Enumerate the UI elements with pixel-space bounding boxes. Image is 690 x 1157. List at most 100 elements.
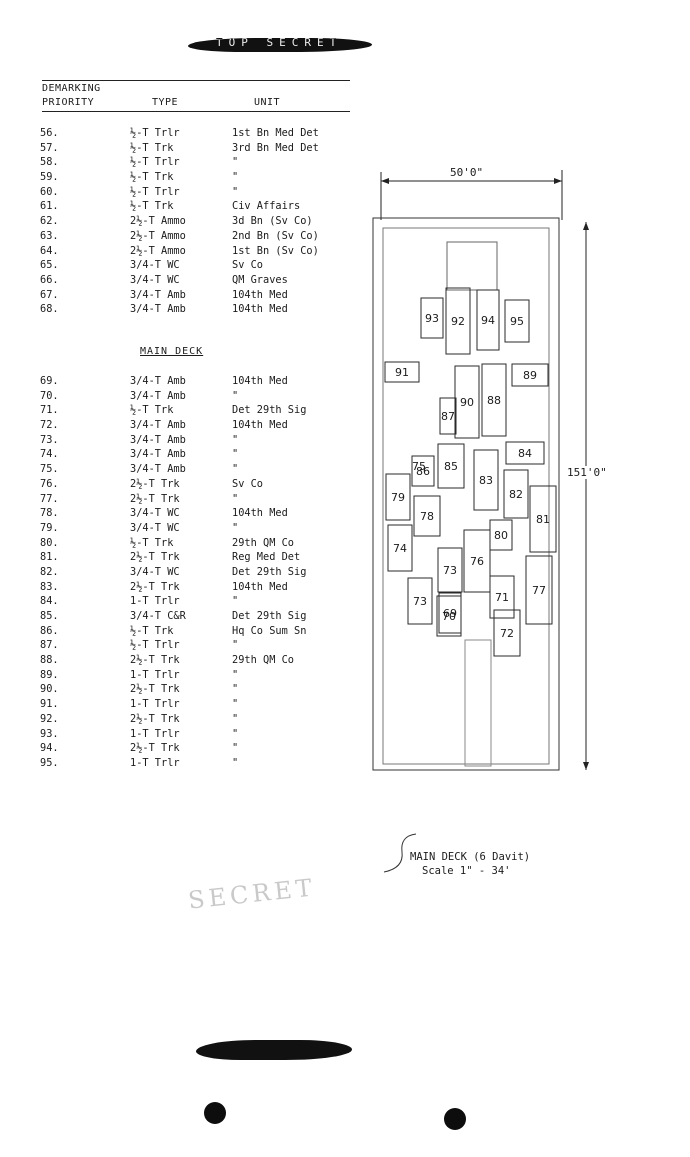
priority-number: 57. — [40, 141, 59, 154]
vehicle-type: 2½-T Trk — [130, 551, 180, 564]
vehicle-type: 2½-T Trk — [130, 580, 180, 593]
vehicle-box-80: 80 — [489, 519, 513, 551]
faded-stamp: SECRET — [186, 873, 318, 915]
vehicle-unit: 2nd Bn (Sv Co) — [232, 229, 319, 242]
vehicle-number: 81 — [536, 513, 550, 526]
priority-number: 64. — [40, 244, 59, 257]
priority-number: 67. — [40, 288, 59, 301]
vehicle-box-91: 91 — [384, 361, 420, 383]
vehicle-number: 95 — [510, 315, 524, 328]
vehicle-type: 3/4-T C&R — [130, 610, 186, 622]
priority-number: 59. — [40, 171, 59, 184]
vehicle-type: 3/4-T Amb — [130, 288, 186, 301]
vehicle-number: 89 — [523, 369, 537, 382]
priority-number: 70. — [40, 389, 59, 402]
vehicle-unit: 1st Bn Med Det — [232, 127, 319, 139]
main-deck-heading: MAIN DECK — [140, 346, 204, 357]
vehicle-box-93: 93 — [420, 297, 444, 339]
vehicle-box-73: 73 — [437, 547, 463, 593]
vehicle-unit: " — [232, 185, 239, 198]
vehicle-number: 83 — [479, 474, 493, 487]
vehicle-unit: 104th Med — [232, 375, 288, 387]
vehicle-type: 2½-T Trk — [130, 477, 180, 490]
vehicle-type: 3/4-T WC — [130, 259, 180, 272]
priority-number: 61. — [40, 200, 59, 213]
vehicle-type: ½-T Trk — [130, 141, 174, 154]
punch-hole-left — [204, 1102, 226, 1124]
priority-number: 80. — [40, 536, 59, 549]
vehicle-box-75: 75 — [412, 460, 426, 473]
priority-number: 86. — [40, 624, 59, 637]
vehicle-number: 94 — [481, 314, 495, 327]
width-label: 50'0" — [450, 166, 484, 179]
vehicle-box-94: 94 — [476, 289, 500, 351]
vehicle-box-82: 82 — [503, 469, 529, 519]
vehicle-type: 2½-T Trk — [130, 683, 180, 696]
vehicle-box-89: 89 — [511, 363, 549, 387]
vehicle-unit: Reg Med Det — [232, 551, 301, 564]
vehicle-unit: 104th Med — [232, 580, 288, 593]
vehicle-number: 69 — [443, 607, 457, 620]
vehicle-number: 70 — [442, 610, 456, 623]
priority-number: 88. — [40, 654, 59, 667]
vehicle-unit: 3rd Bn Med Det — [232, 141, 319, 154]
vehicle-unit: " — [232, 698, 239, 711]
priority-number: 82. — [40, 565, 59, 578]
vehicle-unit: " — [232, 756, 239, 769]
vehicle-type: 2½-T Ammo — [130, 229, 186, 242]
priority-number: 56. — [40, 127, 59, 139]
priority-number: 90. — [40, 683, 59, 696]
vehicle-box-77: 77 — [525, 555, 553, 625]
vehicle-type: 2½-T Trk — [130, 492, 180, 505]
classification-marking: TOP SECRET — [216, 36, 343, 49]
vehicle-type: 3/4-T Amb — [130, 433, 186, 446]
vehicle-box-86: 86 — [411, 455, 435, 487]
vehicle-type: ½-T Trlr — [130, 156, 180, 169]
priority-number: 77. — [40, 492, 59, 505]
vehicle-unit: Hq Co Sum Sn — [232, 624, 307, 637]
priority-number: 68. — [40, 303, 59, 316]
vehicle-type: 3/4-T WC — [130, 507, 180, 520]
header-rule-top — [42, 80, 350, 81]
vehicle-type: 3/4-T Amb — [130, 389, 186, 402]
diagram-caption: MAIN DECK (6 Davit) Scale 1" - 34' — [410, 850, 530, 878]
vehicle-unit: 29th QM Co — [232, 536, 294, 549]
priority-number: 95. — [40, 756, 59, 769]
priority-number: 63. — [40, 229, 59, 242]
vehicle-number: 84 — [518, 447, 532, 460]
vehicle-number: 73 — [413, 595, 427, 608]
vehicle-unit: " — [232, 727, 239, 740]
vehicle-box-70: 70 — [436, 595, 462, 637]
priority-number: 76. — [40, 477, 59, 490]
vehicle-box-73: 73 — [407, 577, 433, 625]
vehicle-type: ½-T Trk — [130, 536, 174, 549]
vehicle-unit: 29th QM Co — [232, 654, 294, 667]
vehicle-unit: " — [232, 683, 239, 696]
vehicle-number: 75 — [412, 460, 426, 473]
priority-number: 85. — [40, 610, 59, 622]
vehicle-number: 91 — [395, 366, 409, 379]
priority-number: 74. — [40, 448, 59, 461]
vehicle-type: 2½-T Ammo — [130, 215, 186, 228]
vehicle-number: 85 — [444, 460, 458, 473]
vehicle-type: ½-T Trlr — [130, 127, 180, 139]
vehicle-type: 3/4-T WC — [130, 565, 180, 578]
vehicle-type: ½-T Trk — [130, 624, 174, 637]
vehicle-number: 82 — [509, 488, 523, 501]
vehicle-unit: Sv Co — [232, 259, 263, 272]
priority-number: 65. — [40, 259, 59, 272]
vehicle-number: 73 — [443, 564, 457, 577]
vehicle-unit: " — [232, 389, 239, 402]
vehicle-unit: 104th Med — [232, 419, 288, 432]
vehicle-number: 87 — [441, 410, 455, 423]
vehicle-type: 2½-T Trk — [130, 742, 180, 755]
vehicle-type: ½-T Trk — [130, 404, 174, 417]
vehicle-number: 90 — [460, 396, 474, 409]
vehicle-box-83: 83 — [473, 449, 499, 511]
vehicle-number: 71 — [495, 591, 509, 604]
vehicle-unit: " — [232, 492, 239, 505]
priority-number: 92. — [40, 712, 59, 725]
vehicle-box-79: 79 — [385, 473, 411, 521]
vehicle-box-69: 69 — [438, 592, 462, 634]
vehicle-unit: " — [232, 668, 239, 681]
